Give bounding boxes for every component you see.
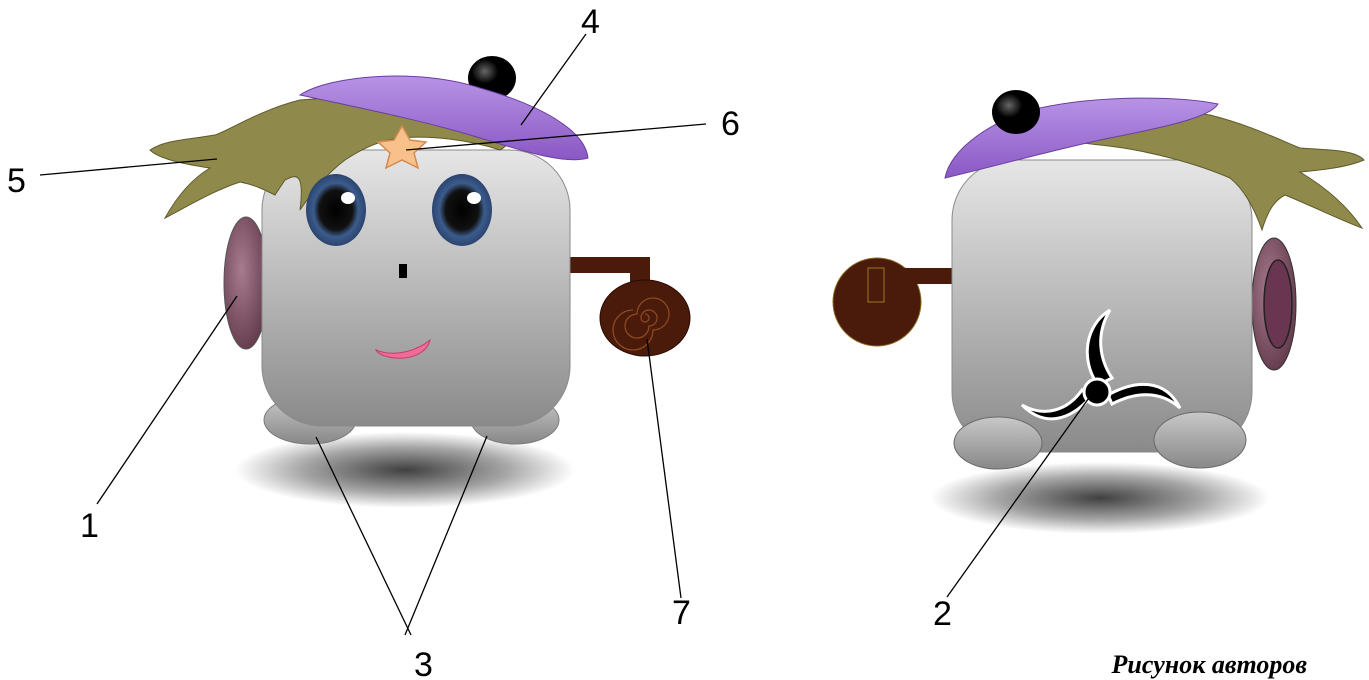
callout-5: 5 [7,162,26,200]
back-view-robot [832,90,1365,534]
leader-4 [520,33,587,126]
front-shadow [235,432,575,508]
leader-5 [39,158,218,176]
figure-credit: Рисунок авторов [1111,650,1307,679]
callout-lines [39,33,1092,636]
front-nose [399,264,407,278]
leader-7 [646,338,682,599]
front-left-eye-shine [341,192,355,204]
back-arm [870,268,955,284]
callout-3: 3 [414,646,433,680]
front-wheel [599,279,691,357]
back-pinwheel [1020,308,1182,421]
leader-6 [405,123,707,151]
pinwheel-blade-top [1085,308,1115,387]
front-arm-bracket [630,257,650,285]
pinwheel-blade-left [1020,387,1093,421]
front-right-eye [432,174,492,246]
front-star-badge [376,124,428,170]
callout-6: 6 [721,105,740,143]
callout-4: 4 [581,3,600,41]
back-left-foot [953,416,1043,470]
leader-2 [946,394,1092,598]
leader-3b [404,435,488,636]
front-right-eye-shine [467,192,481,204]
leader-1 [96,295,238,505]
back-right-foot [1153,411,1247,469]
front-view-robot [149,56,691,508]
front-wheel-spiral [612,297,670,351]
front-left-eye [306,174,366,246]
back-body [951,159,1253,453]
back-shadow [930,462,1270,534]
pinwheel-blade-right [1106,382,1182,410]
pinwheel-hub [1082,377,1112,407]
callout-7: 7 [672,594,691,632]
callout-1: 1 [80,507,99,545]
front-ear [223,216,269,350]
callout-2: 2 [933,595,952,633]
back-arm-bracket [867,267,885,303]
front-arm [565,257,650,273]
back-beret-knob [992,90,1040,134]
back-ear-inner [1263,259,1293,349]
leader-3a [315,436,412,636]
front-beret [298,75,589,161]
front-mouth [374,338,431,359]
back-hair [1039,110,1365,232]
